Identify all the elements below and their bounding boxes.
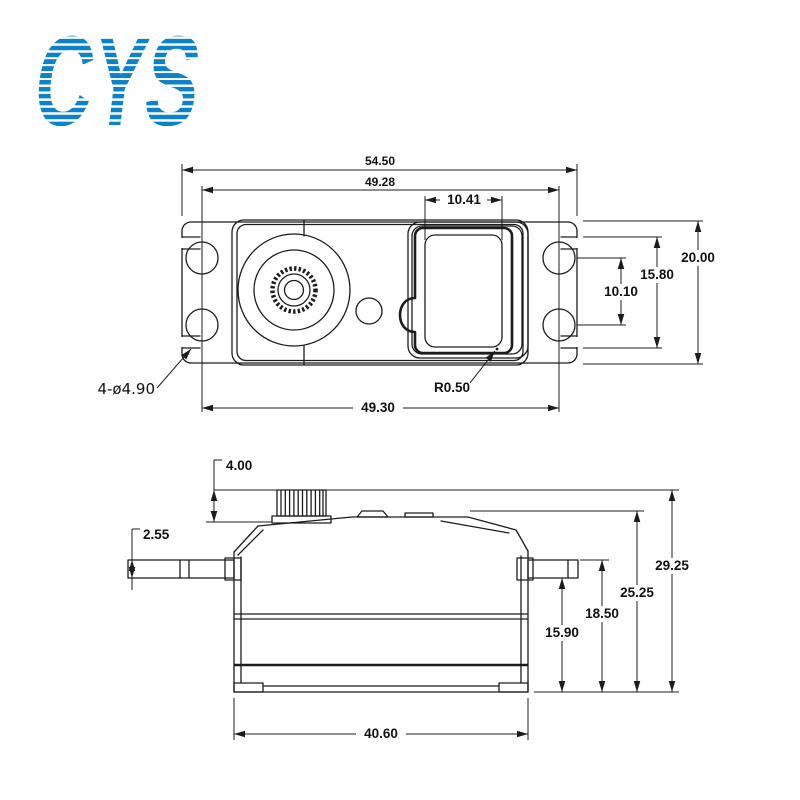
dim-text-body-width: 40.60 (364, 726, 398, 741)
body-chamfer-line (236, 223, 524, 362)
bottom-foot-left (233, 682, 264, 693)
case-top-profile (233, 510, 529, 556)
side-view: 4.00 2.55 15.90 (127, 458, 697, 742)
dim-text-cover-width: 10.41 (447, 192, 481, 207)
top-view: 54.50 49.28 10.41 (97, 154, 721, 416)
dim-height-to-tab-bottom: 15.90 (538, 578, 586, 692)
electronics-cover (398, 221, 529, 359)
mount-slots-right (559, 236, 579, 349)
radius-reference-dot (495, 347, 499, 351)
flange-outline (181, 221, 578, 364)
dim-text-tab-thickness: 2.55 (143, 527, 170, 542)
cover-outline-with-wire-notch (398, 226, 514, 355)
dim-height-to-tab-top: 18.50 (578, 559, 626, 692)
dim-overall-width: 54.50 (181, 154, 578, 216)
dim-mount-span-top: 49.28 (201, 175, 560, 412)
label-text-mount-holes: 4-ø4.90 (97, 380, 155, 398)
dim-text-hole-spacing: 10.10 (604, 284, 638, 299)
mount-tab-right-side (516, 557, 579, 581)
dim-text-overall-width: 54.50 (365, 154, 395, 168)
dim-cover-width: 10.41 (424, 192, 503, 240)
output-shaft (237, 233, 351, 347)
dim-tab-thickness: 2.55 (128, 527, 170, 590)
dim-text-slot-span: 15.80 (640, 267, 674, 282)
dim-text-mount-span-top: 49.28 (365, 175, 395, 189)
top-label-bump (404, 512, 434, 518)
dim-text-height-to-tab-top: 18.50 (585, 606, 619, 621)
dim-case-height: 25.25 (470, 510, 662, 692)
mount-tab-left-side (127, 557, 242, 581)
cover-top-face (424, 234, 503, 348)
dim-text-gear-height: 4.00 (226, 458, 252, 473)
dim-text-overall-height: 20.00 (681, 250, 715, 265)
spline-inner-ring (277, 273, 311, 307)
top-connector-bump (356, 510, 389, 518)
dim-slot-span: 15.80 (583, 236, 680, 349)
dim-body-width: 40.60 (233, 698, 529, 742)
gear-teeth-lines (280, 489, 324, 517)
mount-slots-left (180, 236, 201, 349)
dim-total-height: 29.25 (647, 490, 697, 692)
dim-gear-height: 4.00 (210, 458, 252, 522)
label-corner-radius: R0.50 (434, 350, 496, 395)
label-text-corner-radius: R0.50 (434, 380, 470, 395)
dim-text-total-height: 29.25 (655, 558, 689, 573)
shaft-screw-hole (283, 279, 305, 301)
dim-mount-span-bottom: 49.30 (202, 400, 559, 416)
shaft-boss-outer (237, 233, 351, 347)
label-mount-holes: 4-ø4.90 (97, 348, 192, 398)
spline-gear-teeth (270, 266, 318, 314)
dim-hole-spacing: 10.10 (577, 257, 644, 326)
dim-text-mount-span-bottom: 49.30 (361, 400, 395, 415)
output-gear-side (271, 489, 332, 524)
dim-text-height-to-tab-bottom: 15.90 (545, 625, 579, 640)
bottom-foot-right (498, 682, 529, 693)
dim-text-case-height: 25.25 (620, 585, 654, 600)
shaft-boss-ring (253, 249, 335, 331)
dim-overall-height: 20.00 (583, 220, 721, 365)
case-screw-circle (355, 297, 383, 325)
case-body-side (233, 550, 529, 693)
